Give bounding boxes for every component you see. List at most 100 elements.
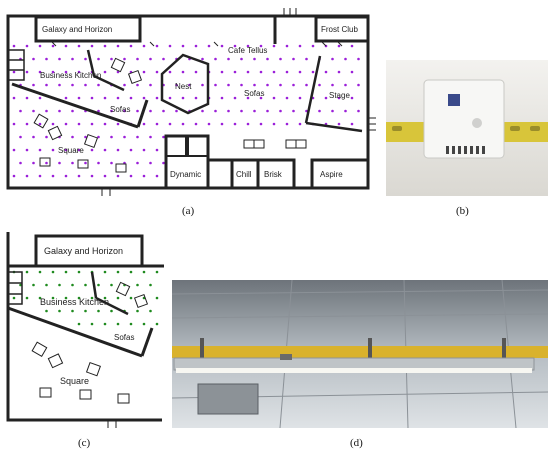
sensor-point	[123, 83, 126, 87]
sensor-point	[32, 109, 35, 113]
sensor-point	[136, 57, 139, 61]
sensor-point	[84, 135, 87, 139]
caption-b: (b)	[456, 205, 469, 217]
sensor-point	[84, 283, 87, 287]
sensor-point	[71, 161, 74, 165]
sensor-point	[272, 70, 276, 74]
sensor-point	[38, 44, 42, 48]
sensor-point	[331, 109, 334, 113]
sensor-device	[423, 79, 505, 159]
sensor-point	[201, 109, 204, 113]
sensor-point	[305, 57, 308, 61]
sensor-point	[149, 283, 152, 287]
label-nest: Nest	[175, 82, 192, 91]
sensor-point	[90, 148, 94, 152]
sensor-point	[110, 57, 113, 61]
sensor-point	[58, 161, 61, 165]
sensor-point	[331, 57, 334, 61]
sensor-points-full	[12, 44, 360, 178]
sensor-point	[142, 70, 146, 74]
sensor-point	[51, 296, 55, 300]
sensor-point	[32, 161, 35, 165]
sensor-point	[279, 57, 282, 61]
sensor-point	[64, 174, 68, 178]
label-dynamic: Dynamic	[170, 170, 201, 179]
ceiling-fixture-photo	[172, 280, 548, 428]
sensor-point	[350, 96, 354, 100]
sensor-point	[51, 122, 55, 126]
sensor-point	[32, 283, 35, 287]
sensor-point	[201, 83, 204, 87]
sensor-point	[123, 57, 126, 61]
sensor-point	[155, 296, 159, 300]
sensor-point	[58, 109, 61, 113]
sensor-point	[350, 122, 354, 126]
sensor-point	[168, 70, 172, 74]
sensor-point	[292, 57, 295, 61]
sensor-point	[25, 148, 29, 152]
yellow-beam	[172, 346, 548, 358]
sensor-point	[298, 122, 302, 126]
sensor-point	[305, 83, 308, 87]
sensor-point	[285, 122, 289, 126]
sensor-point	[12, 44, 16, 48]
sensor-point	[344, 109, 347, 113]
sensor-point	[97, 109, 100, 113]
sensor-point	[318, 109, 321, 113]
sensor-point	[259, 44, 263, 48]
sensor-point	[155, 270, 159, 274]
sensor-point	[77, 44, 81, 48]
walls-partial	[6, 232, 164, 422]
sensor-point	[116, 174, 120, 178]
sensor-point	[77, 70, 81, 74]
sensor-point	[149, 135, 152, 139]
sensor-point	[84, 309, 87, 313]
sensor-point	[51, 70, 55, 74]
sensor-point	[298, 44, 302, 48]
room-labels-partial: Galaxy and Horizon Business Kitchen Sofa…	[40, 246, 134, 386]
door-marks-partial	[107, 420, 117, 428]
sensor-point	[136, 161, 139, 165]
sensor-point	[45, 109, 48, 113]
sensor-point	[45, 57, 48, 61]
sensor-point	[19, 135, 22, 139]
sensor-point	[233, 122, 237, 126]
sensor-point	[357, 57, 360, 61]
sensor-point	[311, 44, 315, 48]
sensor-point	[71, 309, 74, 313]
sensor-point	[12, 70, 16, 74]
sensor-point	[240, 57, 243, 61]
label-brisk: Brisk	[264, 170, 283, 179]
sensor-point	[38, 148, 42, 152]
sensor-point	[64, 148, 68, 152]
sensor-point	[220, 122, 224, 126]
sensor-point	[58, 283, 61, 287]
sensor-point	[103, 296, 107, 300]
sensor-point	[259, 96, 263, 100]
sensor-point	[214, 57, 217, 61]
sensor-point	[129, 322, 133, 326]
label-business-kitchen: Business Kitchen	[40, 71, 101, 80]
label-square: Square	[58, 146, 84, 155]
sensor-point	[45, 283, 48, 287]
sensor-point	[64, 296, 68, 300]
sensor-point	[201, 57, 204, 61]
sensor-point	[227, 57, 230, 61]
sensor-point	[285, 70, 289, 74]
sensor-point	[64, 270, 68, 274]
label-sofas: Sofas	[110, 105, 130, 114]
sensor-point	[337, 44, 341, 48]
sensor-point	[279, 83, 282, 87]
caption-c: (c)	[78, 437, 91, 449]
sensor-point	[162, 57, 165, 61]
sensor-point	[253, 109, 256, 113]
sensor-point	[45, 83, 48, 87]
sensor-point	[155, 70, 159, 74]
sensor-point	[233, 44, 237, 48]
sensor-point	[38, 174, 42, 178]
sensor-point	[51, 44, 55, 48]
sensor-point	[259, 122, 263, 126]
sensor-point	[19, 161, 22, 165]
sensor-point	[246, 44, 250, 48]
sensor-point	[110, 135, 113, 139]
